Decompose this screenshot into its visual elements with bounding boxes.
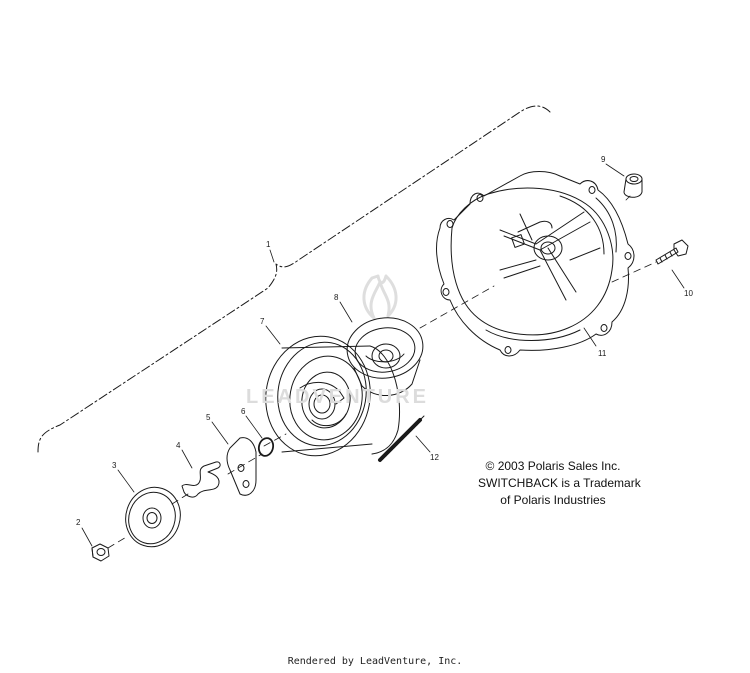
hex-nut-part [91,543,110,562]
render-credit: Rendered by LeadVenture, Inc. [287,656,463,667]
starter-rope-part [378,415,425,463]
callout-9: 9 [601,155,606,164]
watermark-flame-icon [362,274,398,320]
bracket-outline [37,105,551,453]
callout-4: 4 [176,441,181,450]
callout-12: 12 [430,453,439,462]
callout-2: 2 [76,518,81,527]
callout-5: 5 [206,413,211,422]
callout-7: 7 [260,317,265,326]
copyright-line-3: of Polaris Industries [500,493,606,507]
watermark-text: LEADVENTURE [246,386,430,408]
leader-lines [81,163,685,547]
bushing-part [623,173,643,198]
callout-3: 3 [112,461,117,470]
copyright-line-2: SWITCHBACK is a Trademark [478,476,641,490]
bolt-part [655,239,689,265]
spring-part [181,461,221,498]
callout-1: 1 [266,240,271,249]
alignment-lines [107,195,657,549]
starter-housing-part [436,171,635,357]
callout-labels: 1 2 3 4 5 6 7 8 9 10 11 12 [76,155,693,527]
recoil-spring-part [346,317,424,396]
recoil-pulley-part [265,335,401,457]
callout-6: 6 [241,407,246,416]
cover-plate-part [125,486,181,548]
callout-10: 10 [684,289,693,298]
callout-8: 8 [334,293,339,302]
snap-ring-part [257,437,275,457]
copyright-line-1: © 2003 Polaris Sales Inc. [485,459,621,473]
callout-11: 11 [598,349,607,358]
copyright-notice: © 2003 Polaris Sales Inc. SWITCHBACK is … [478,458,641,509]
